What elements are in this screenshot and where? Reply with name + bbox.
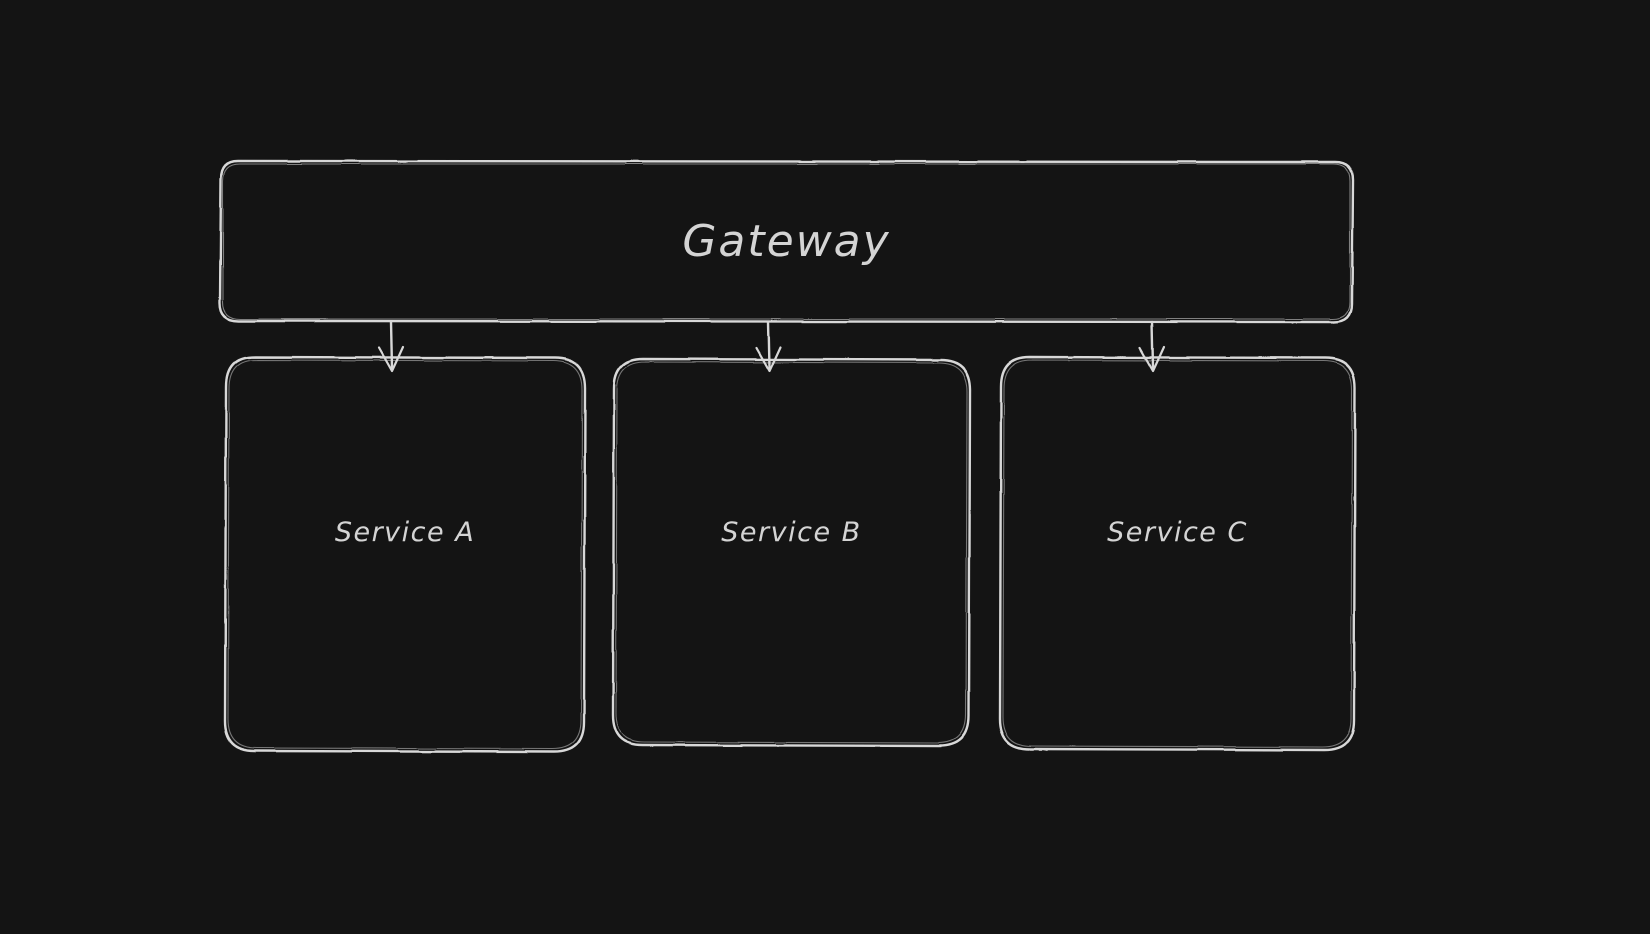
node-service-a-shape [223,355,587,754]
edge-gateway-service-c [1138,320,1166,373]
edge-gateway-service-a [377,320,405,373]
node-service-b-shape [611,357,972,748]
node-service-c-label: Service C [1107,516,1248,548]
node-gateway-shape [218,159,1355,324]
node-service-a-label: Service A [334,516,476,548]
node-gateway-label: Gateway [682,216,891,267]
node-service-c-shape [998,355,1357,752]
node-service-b-label: Service B [721,516,862,548]
edge-gateway-service-b [754,320,782,373]
